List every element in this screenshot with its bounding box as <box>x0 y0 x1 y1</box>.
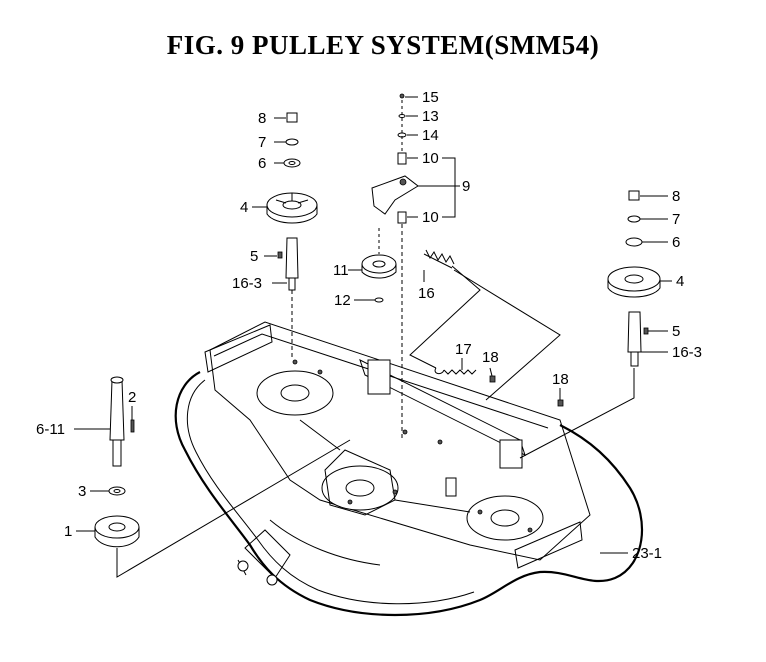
callout-16-3-left: 16-3 <box>232 275 262 292</box>
nut-8-right <box>628 190 640 201</box>
spring-17 <box>434 367 477 375</box>
callout-18-right: 18 <box>552 371 569 388</box>
callout-10-top: 10 <box>422 150 439 167</box>
key-5-left <box>277 251 283 259</box>
pulley-1 <box>94 515 140 539</box>
right-spindle-opening <box>466 495 544 541</box>
callout-12: 12 <box>334 292 351 309</box>
center-spindle-assembly <box>94 376 351 578</box>
nut-8-left <box>286 112 298 123</box>
callout-10-bottom: 10 <box>422 209 439 226</box>
spindle-16-3-left <box>285 237 299 279</box>
callout-3: 3 <box>78 483 86 500</box>
spindle-16-3-right <box>627 311 642 353</box>
bushing-10-top <box>397 152 407 165</box>
callout-4-left: 4 <box>240 199 248 216</box>
callout-6-left: 6 <box>258 155 266 172</box>
callout-11: 11 <box>333 262 349 279</box>
spring-16 <box>423 249 455 269</box>
washer-6-right <box>625 237 643 247</box>
callout-6-right: 6 <box>672 234 680 251</box>
callout-9: 9 <box>462 178 470 195</box>
callout-14: 14 <box>422 127 439 144</box>
right-spindle-assembly <box>519 190 661 459</box>
spindle-6-11 <box>109 379 125 441</box>
callout-6-11: 6-11 <box>36 421 65 438</box>
callout-8-right: 8 <box>672 188 680 205</box>
washer-7-left <box>285 138 299 146</box>
callout-16-3-right: 16-3 <box>672 344 702 361</box>
idler-bracket-right <box>499 439 523 469</box>
idler-arm-9 <box>371 175 419 215</box>
callout-17: 17 <box>455 341 472 358</box>
left-spindle-opening <box>256 370 334 416</box>
bushing-10-bottom <box>397 211 407 224</box>
callout-7-left: 7 <box>258 134 266 151</box>
callout-18-center: 18 <box>482 349 499 366</box>
mower-deck <box>174 321 644 617</box>
callout-13: 13 <box>422 108 439 125</box>
callout-23-1: 23-1 <box>632 545 662 562</box>
washer-6-left <box>283 158 301 168</box>
diagram-title: FIG. 9 PULLEY SYSTEM(SMM54) <box>166 30 600 60</box>
callout-5-right: 5 <box>672 323 680 340</box>
washer-12 <box>374 297 384 303</box>
idler-bracket-left <box>367 359 391 395</box>
pulley-4-right <box>607 266 661 292</box>
idler-arm-assembly <box>361 93 564 440</box>
callout-2: 2 <box>128 389 136 406</box>
bolt-18-right <box>557 399 564 407</box>
callout-15: 15 <box>422 89 439 106</box>
callout-16: 16 <box>418 285 435 302</box>
callout-leaders <box>74 96 672 554</box>
callout-labels: 8 7 6 4 5 16-3 15 13 14 10 9 10 11 16 12… <box>36 89 702 562</box>
callout-7-right: 7 <box>672 211 680 228</box>
bolt-18 <box>489 375 496 383</box>
key-2 <box>130 419 135 433</box>
idler-pulley-11 <box>361 254 397 274</box>
pin-15 <box>399 93 405 99</box>
callout-5-left: 5 <box>250 248 258 265</box>
callout-1: 1 <box>64 523 72 540</box>
key-5-right <box>643 327 649 335</box>
washer-3 <box>108 486 126 496</box>
center-spindle-opening <box>321 465 399 511</box>
callout-8-left: 8 <box>258 110 266 127</box>
callout-4-right: 4 <box>676 273 684 290</box>
left-spindle-assembly <box>266 112 318 360</box>
washer-7-right <box>627 215 641 223</box>
